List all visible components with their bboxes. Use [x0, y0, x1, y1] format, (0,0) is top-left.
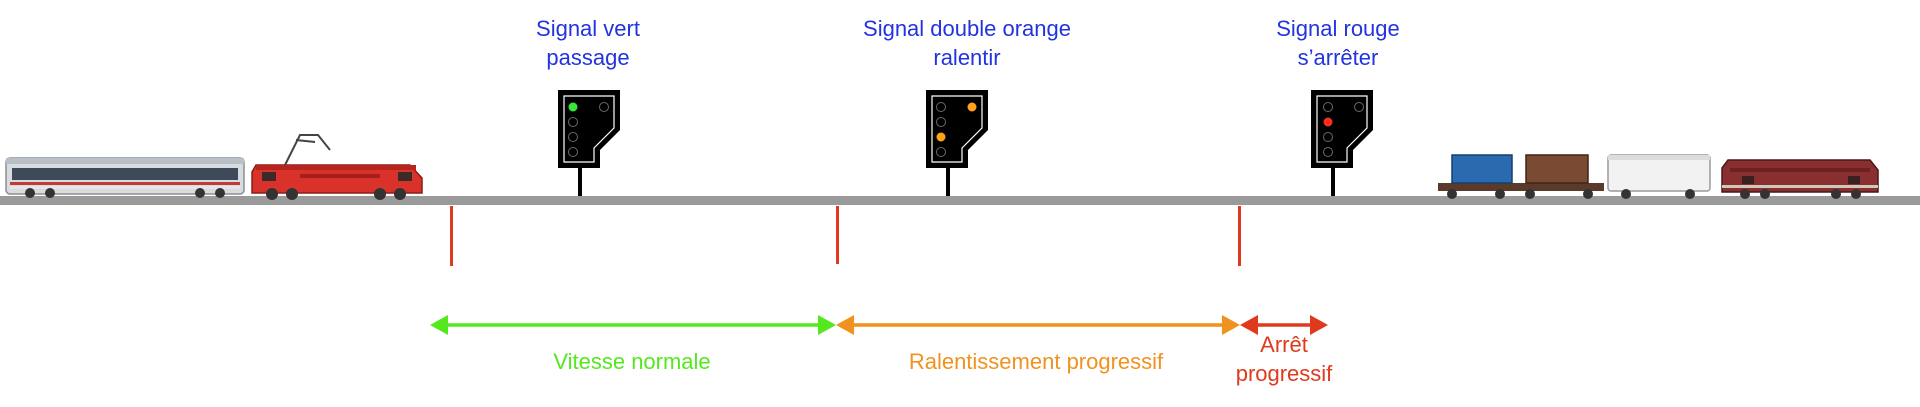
- arrow-vitesse-normale: [430, 315, 836, 335]
- signal-red: [1311, 90, 1373, 196]
- electric-locomotive: [251, 134, 423, 200]
- container-wagon-brown: [1516, 154, 1604, 199]
- rail-track: [0, 196, 1920, 205]
- passenger-coach: [5, 157, 245, 198]
- container-wagon-blue: [1438, 154, 1516, 199]
- diesel-locomotive: [1721, 159, 1879, 199]
- signal-double-orange: [926, 90, 988, 196]
- zone-stop-label: Arrêt progressif: [1235, 332, 1333, 386]
- marker-orange: [836, 206, 839, 264]
- refrigerated-wagon: [1607, 154, 1711, 199]
- signal-vert-label: Signal vert passage: [536, 16, 640, 70]
- arrow-arret: [1240, 315, 1328, 335]
- signal-rouge-label: Signal rouge s’arrêter: [1276, 16, 1400, 70]
- signal-green: [558, 90, 620, 196]
- arrow-ralentissement: [836, 315, 1240, 335]
- marker-rouge: [1238, 206, 1241, 266]
- marker-vert: [450, 206, 453, 266]
- signal-orange-label: Signal double orange ralentir: [863, 16, 1071, 70]
- zone-slow-label: Ralentissement progressif: [908, 349, 1164, 374]
- zone-normal-label: Vitesse normale: [553, 349, 711, 374]
